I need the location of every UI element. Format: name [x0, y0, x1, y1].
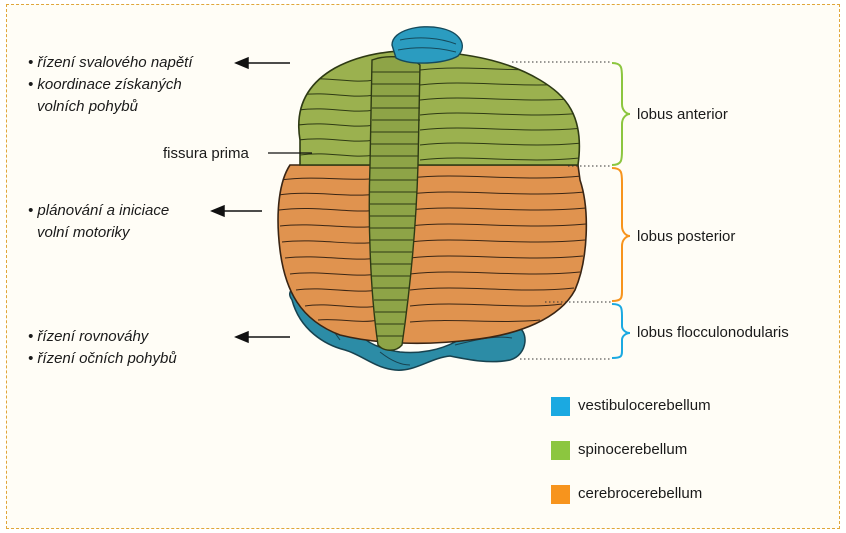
label-fissura-prima: fissura prima — [163, 144, 249, 164]
legend-swatch — [551, 485, 570, 504]
legend-label: spinocerebellum — [578, 440, 687, 460]
function-list-anterior: • řízení svalového napětí • koordinace z… — [28, 52, 193, 118]
posterior-lobe — [278, 165, 586, 343]
function-item: volních pohybů — [28, 96, 193, 118]
label-lobus-anterior: lobus anterior — [637, 105, 728, 125]
function-item: • koordinace získaných — [28, 74, 193, 96]
label-lobus-posterior: lobus posterior — [637, 227, 735, 247]
bracket-flocculonodularis — [612, 304, 630, 358]
bracket-posterior — [612, 168, 630, 301]
legend-swatch — [551, 441, 570, 460]
function-item: volní motoriky — [28, 222, 169, 244]
legend-label: vestibulocerebellum — [578, 396, 711, 416]
function-item: • řízení očních pohybů — [28, 348, 177, 370]
function-list-floccular: • řízení rovnováhy • řízení očních pohyb… — [28, 326, 177, 370]
function-item: • řízení svalového napětí — [28, 52, 193, 74]
vestibular-top-nodule — [392, 27, 462, 63]
function-item: • plánování a iniciace — [28, 200, 169, 222]
function-item: • řízení rovnováhy — [28, 326, 177, 348]
legend-swatch — [551, 397, 570, 416]
arrows — [212, 58, 290, 342]
bracket-anterior — [612, 63, 630, 165]
label-lobus-flocculonodularis: lobus flocculonodularis — [637, 323, 789, 343]
legend-label: cerebrocerebellum — [578, 484, 702, 504]
function-list-posterior: • plánování a iniciace volní motoriky — [28, 200, 169, 244]
anterior-lobe — [298, 51, 584, 165]
